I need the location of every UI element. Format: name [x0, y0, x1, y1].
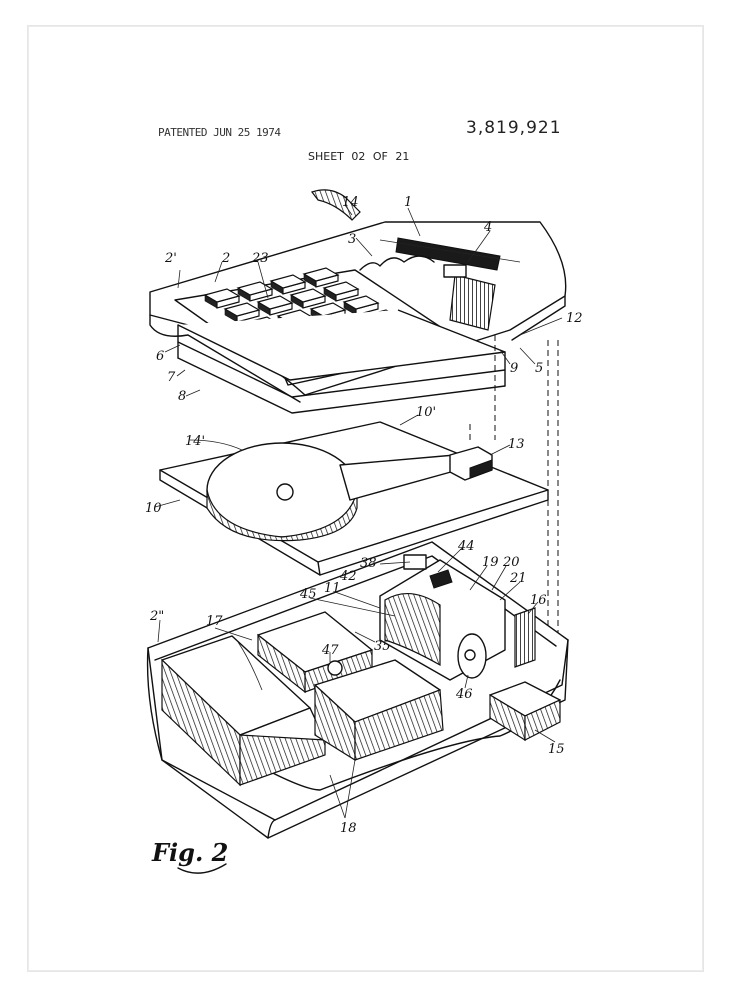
reference-numeral: 21	[509, 571, 527, 586]
membrane-layers	[177, 309, 506, 414]
reference-numeral: 4	[483, 220, 492, 235]
motor-assembly	[379, 554, 561, 742]
keypad-key	[289, 288, 327, 303]
reference-numeral: 23	[251, 251, 269, 266]
keypad-key	[236, 281, 274, 296]
reference-numeral: 14'	[185, 434, 205, 449]
cassette-plate	[159, 421, 549, 576]
reference-numeral: 42	[339, 569, 357, 584]
reference-numeral: 3	[348, 232, 356, 247]
keypad-key	[322, 281, 360, 296]
reference-numeral: 2'	[164, 251, 177, 266]
reference-numeral: 15	[548, 742, 565, 757]
keypad-key	[223, 302, 261, 317]
leader-lines	[154, 204, 563, 819]
reference-numeral: 10'	[416, 405, 436, 420]
reference-numeral: 47	[321, 643, 339, 658]
batteries	[161, 635, 326, 787]
reference-numeral: 38	[360, 556, 377, 571]
patent-number: 3,819,921	[466, 118, 562, 138]
reference-numeral: 19	[482, 555, 499, 570]
reference-numeral: 2	[221, 251, 230, 266]
figure-flourish	[177, 863, 227, 874]
reference-numeral: 44	[457, 539, 475, 554]
keypad-key	[256, 295, 294, 310]
sheet-number: SHEET 02 OF 21	[308, 150, 410, 163]
reference-numeral: 12	[566, 311, 583, 326]
reference-numeral: 8	[178, 389, 186, 404]
reference-numeral: 46	[455, 687, 473, 702]
reference-numeral: 2"	[149, 609, 164, 624]
component-blocks	[257, 611, 444, 762]
reference-numeral: 35	[374, 639, 391, 654]
reference-numeral: 9	[510, 361, 518, 376]
keypad-key	[309, 302, 347, 317]
reference-numeral: 13	[508, 437, 525, 452]
reference-numeral: 20	[502, 555, 520, 570]
reference-numeral: 5	[535, 361, 543, 376]
reference-numeral: 18	[340, 821, 357, 836]
keypad-key	[203, 288, 241, 303]
reference-numeral: 10	[145, 501, 162, 516]
reference-numeral: 7	[167, 370, 176, 385]
reference-numeral: 1	[404, 195, 412, 210]
reference-numeral: 6	[156, 349, 164, 364]
reference-numeral: 45	[299, 587, 317, 602]
reference-numeral: 16	[530, 593, 547, 608]
reference-numeral: 14	[342, 195, 359, 210]
reference-numeral: 11	[324, 581, 341, 596]
patent-date-stamp: PATENTED JUN 25 1974	[158, 126, 281, 139]
figure-label: Fig. 2	[152, 838, 229, 867]
keypad-key	[302, 267, 340, 282]
keypad-key	[269, 274, 307, 289]
keypad-key	[342, 295, 380, 310]
reference-numeral: 17	[206, 614, 223, 629]
